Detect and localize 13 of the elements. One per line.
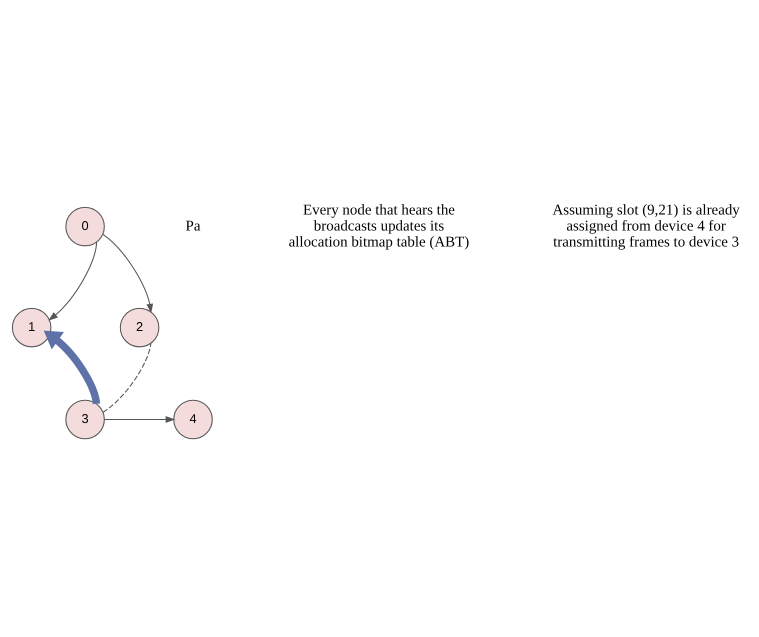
- label: Every node that hears the broadcasts updates its allocation bitmap table (ABT): [288, 202, 470, 251]
- label: Pa: [186, 218, 200, 235]
- arrow: [102, 234, 154, 314]
- arrow: [104, 416, 176, 423]
- arrow: [48, 242, 98, 321]
- node-circle: 4: [173, 400, 213, 440]
- connector: [102, 343, 152, 413]
- node-circle: 1: [12, 308, 52, 348]
- node-circle: 2: [120, 308, 160, 348]
- arrow: [44, 330, 100, 404]
- node-circle: 3: [65, 400, 105, 440]
- node-circle: 0: [65, 206, 105, 246]
- label: Assuming slot (9,21) is already assigned from device 4 for transmitting frames to device 3: [552, 202, 740, 251]
